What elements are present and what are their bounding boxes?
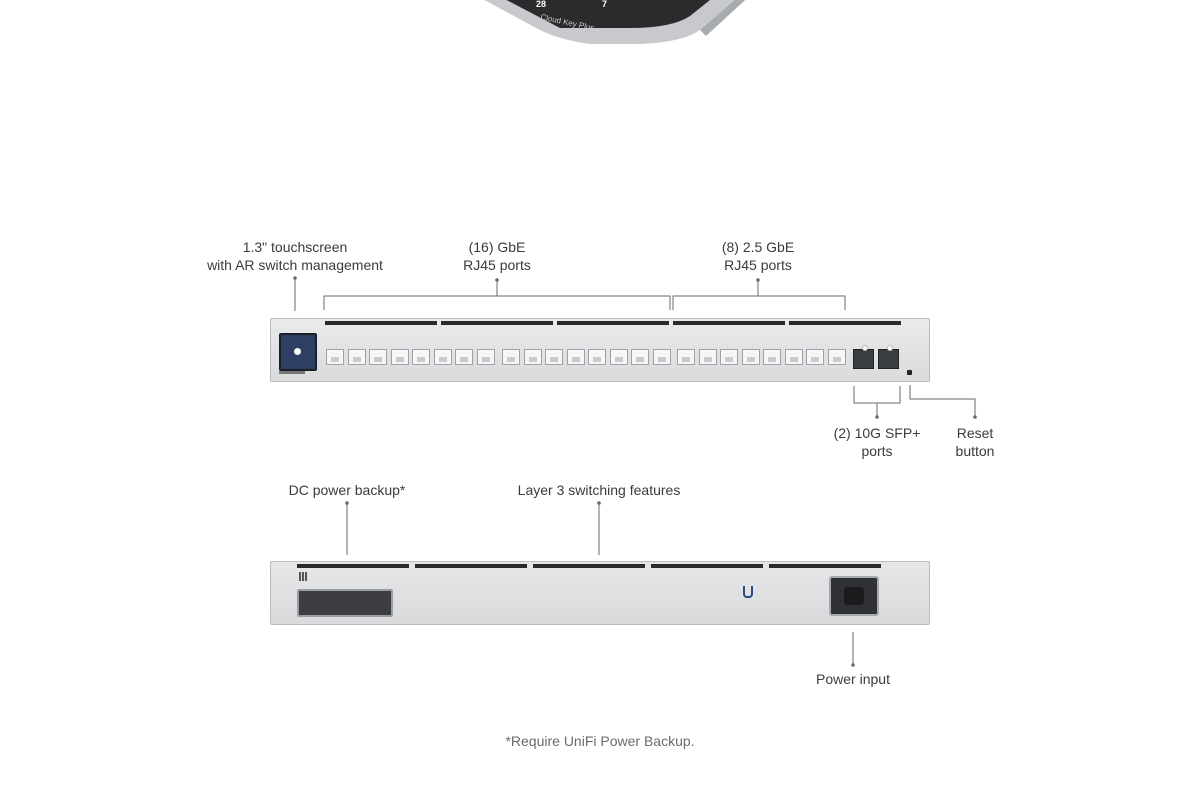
- callout-power-input: Power input: [816, 671, 890, 687]
- rear-vent: [297, 564, 409, 568]
- gbe-rj45-port: [412, 349, 430, 365]
- gbe-rj45-port: [347, 349, 366, 365]
- 2-5gbe-rj45-port: [720, 349, 738, 365]
- gbe-rj45-port: [609, 349, 628, 365]
- footnote: *Require UniFi Power Backup.: [505, 733, 695, 749]
- gbe-rj45-port: [326, 349, 344, 365]
- cloud-key-device: 28 7 Cloud Key Plus: [410, 0, 780, 44]
- callout-layer3: Layer 3 switching features: [517, 482, 681, 498]
- sfp-plus-port: [853, 349, 874, 369]
- 2-5gbe-rj45-port: [763, 349, 781, 365]
- switch-front-panel: [270, 318, 930, 382]
- dc-power-connector: [297, 589, 393, 617]
- gbe-rj45-port: [502, 349, 520, 365]
- ac-power-inlet: [829, 576, 879, 616]
- gbe-rj45-port: [652, 349, 671, 365]
- 2-5gbe-rj45-port: [741, 349, 760, 365]
- gbe-rj45-port: [433, 349, 452, 365]
- gbe-rj45-port: [455, 349, 473, 365]
- 2-5gbe-rj45-port: [677, 349, 695, 365]
- rear-vent: [415, 564, 527, 568]
- front-vent: [673, 321, 785, 325]
- reset-button[interactable]: [907, 370, 912, 375]
- callout-sfp-ports: (2) 10G SFP+ports: [833, 425, 921, 459]
- gbe-rj45-port: [369, 349, 387, 365]
- callout-dc-power: DC power backup*: [288, 482, 406, 498]
- gbe-rj45-port: [566, 349, 585, 365]
- rear-vent: [533, 564, 645, 568]
- front-vent: [441, 321, 553, 325]
- qr-code-icon: [299, 572, 308, 581]
- gbe-rj45-port: [545, 349, 563, 365]
- front-vent: [325, 321, 437, 325]
- cloudkey-stat-a: 28: [536, 0, 547, 9]
- switch-rear-panel: [270, 561, 930, 625]
- sfp-plus-port: [878, 349, 899, 369]
- gbe-rj45-port: [631, 349, 649, 365]
- 2-5gbe-rj45-port: [827, 349, 846, 365]
- touchscreen-display: [279, 333, 317, 371]
- gbe-rj45-port: [588, 349, 606, 365]
- 2-5gbe-rj45-port: [784, 349, 803, 365]
- gbe-rj45-port: [476, 349, 495, 365]
- brand-logo: [279, 371, 305, 374]
- front-vent: [789, 321, 901, 325]
- cloudkey-stat-b: 7: [602, 0, 608, 9]
- 2-5gbe-rj45-port: [806, 349, 824, 365]
- ubiquiti-logo-icon: [743, 586, 753, 598]
- rear-vent: [651, 564, 763, 568]
- gbe-rj45-port: [390, 349, 409, 365]
- rear-vent: [769, 564, 881, 568]
- gbe-rj45-port: [523, 349, 542, 365]
- sfp-led: [887, 345, 893, 351]
- front-vent: [557, 321, 669, 325]
- sfp-led: [862, 345, 868, 351]
- 2-5gbe-rj45-port: [698, 349, 717, 365]
